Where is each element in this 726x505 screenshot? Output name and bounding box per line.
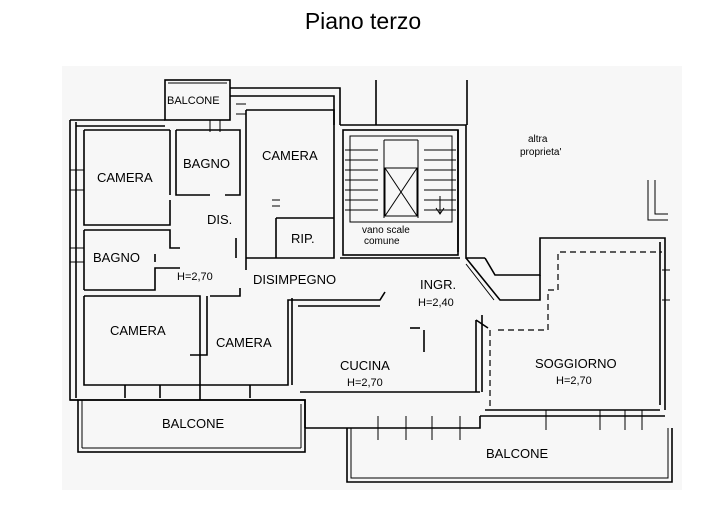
cucina-label: CUCINA <box>340 358 390 373</box>
proprieta-label: proprieta' <box>520 147 561 158</box>
bagno-1-label: BAGNO <box>183 156 230 171</box>
balcone-top: BALCONE <box>164 79 231 121</box>
bagno-2-height: H=2,70 <box>177 271 213 283</box>
balcone-left <box>77 399 306 453</box>
balcone-left-label: BALCONE <box>162 416 224 431</box>
camera-1-label: CAMERA <box>97 170 153 185</box>
window-marks <box>70 103 670 301</box>
rip-label: RIP. <box>291 231 315 246</box>
camera-4-label: CAMERA <box>216 335 272 350</box>
ingr-label: INGR. <box>420 277 456 292</box>
disimpegno-label: DISIMPEGNO <box>253 272 336 287</box>
cucina-height: H=2,70 <box>347 377 383 389</box>
soggiorno-height: H=2,70 <box>556 375 592 387</box>
interior-walls <box>83 109 489 400</box>
bagno-2-label: BAGNO <box>93 250 140 265</box>
camera-2-label: CAMERA <box>262 148 318 163</box>
dis-label: DIS. <box>207 212 232 227</box>
comune-label: comune <box>364 236 400 247</box>
soggiorno-dashed-outline <box>489 251 662 410</box>
balcone-top-label: BALCONE <box>167 95 220 107</box>
soggiorno-label: SOGGIORNO <box>535 356 617 371</box>
vano-scale-label: vano scale <box>362 225 410 236</box>
plan-background <box>62 66 682 490</box>
ingr-height: H=2,40 <box>418 297 454 309</box>
stairwell: vano scale comune <box>342 129 459 256</box>
altra-label: altra <box>528 134 548 145</box>
ingresso-walls <box>465 257 541 301</box>
page-title: Piano terzo <box>304 8 422 34</box>
balcone-bottom-label: BALCONE <box>486 446 548 461</box>
balcone-bottom <box>305 410 673 483</box>
camera-3-label: CAMERA <box>110 323 166 338</box>
